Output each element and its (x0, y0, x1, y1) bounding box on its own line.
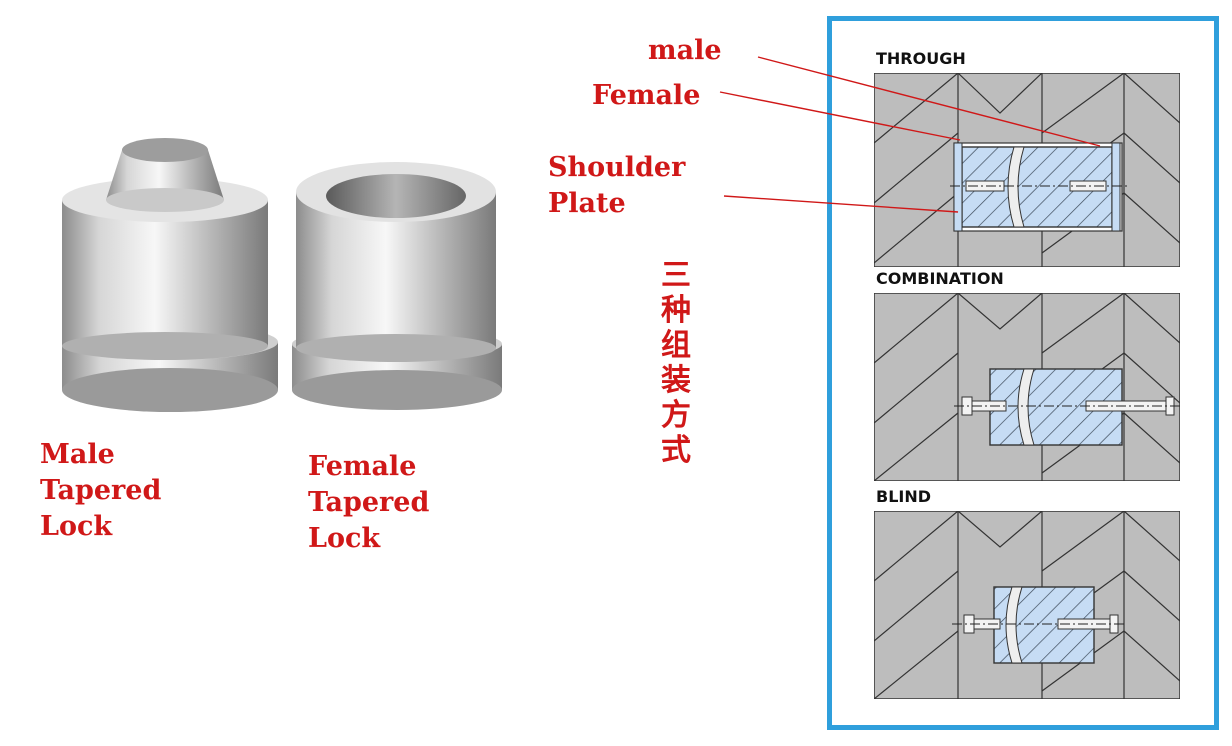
shoulder-plate-callout-label: Shoulder Plate (548, 152, 686, 219)
tapered-lock-photo (62, 138, 502, 412)
blind-diagram (874, 511, 1180, 699)
blind-title: BLIND (876, 487, 932, 506)
female-lock-image (292, 162, 502, 410)
female-callout-label: Female (592, 80, 701, 111)
assembly-diagram-panel: THROUGH COMBINATION (827, 16, 1219, 730)
combination-diagram (874, 293, 1180, 481)
male-lock-label: Male Tapered Lock (40, 439, 162, 542)
through-diagram (874, 73, 1180, 267)
female-lock-label: Female Tapered Lock (308, 451, 430, 554)
assembly-methods-label: 三种组装方式 (661, 258, 691, 468)
through-title: THROUGH (876, 49, 966, 68)
male-lock-image (62, 138, 278, 412)
male-callout-label: male (648, 35, 722, 66)
combination-title: COMBINATION (876, 269, 1004, 288)
